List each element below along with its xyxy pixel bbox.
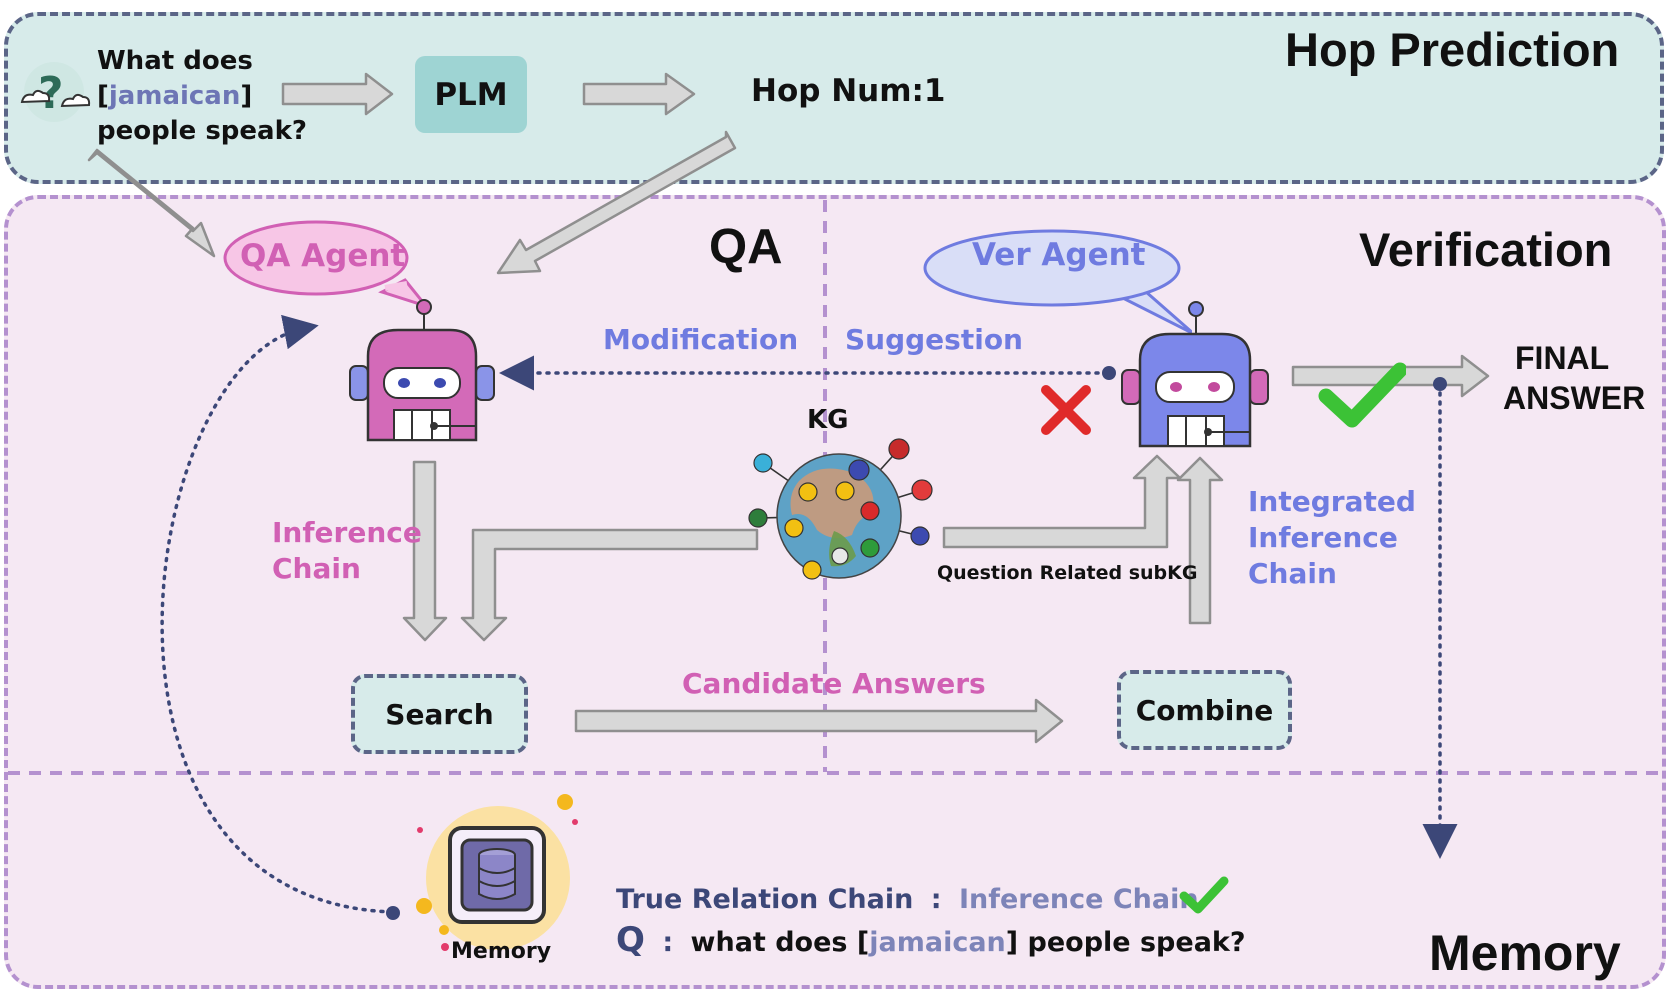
kg-label: KG <box>807 405 849 435</box>
inference-chain-line-2: Chain <box>272 552 361 585</box>
memory-title: Memory <box>1429 925 1621 981</box>
ver-agent-speech-bubble <box>923 229 1192 335</box>
true-relation-chain-line: True Relation Chain : Inference Chain <box>616 884 1199 915</box>
true-relation-chain-value: Inference Chain <box>958 884 1199 915</box>
modification-label: Modification <box>603 323 799 356</box>
hop-to-qa-agent-arrow <box>496 130 737 275</box>
input-question: What does [jamaican] people speak? <box>97 44 307 149</box>
subkg-label: Question Related subKG <box>937 562 1198 584</box>
hop-prediction-title: Hop Prediction <box>1285 23 1620 76</box>
plm-box: PLM <box>415 56 527 133</box>
memory-q-entity: jamaican <box>869 927 1006 958</box>
candidate-answers-label: Candidate Answers <box>682 667 986 700</box>
bracket-close: ] <box>240 81 253 111</box>
question-line-1: What does <box>97 46 253 76</box>
memory-question-line: Q : what does [jamaican] people speak? <box>616 920 1246 960</box>
integrated-line-3: Chain <box>1248 557 1337 590</box>
combine-to-ver-agent-arrow <box>1176 456 1224 625</box>
database-icon <box>416 794 578 950</box>
memory-icon-label: Memory <box>451 939 552 964</box>
robot-to-search-arrow <box>402 460 448 642</box>
memory-q-label: Q <box>616 920 645 960</box>
question-to-plm-arrow <box>281 72 394 116</box>
verification-title: Verification <box>1359 223 1613 276</box>
hop-prediction-region <box>4 12 1664 184</box>
inference-chain-label: Inference Chain <box>272 515 422 587</box>
qa-title: QA <box>709 220 783 274</box>
memory-q-text-after: ] people speak? <box>1005 927 1246 958</box>
qa-verification-memory-region <box>4 195 1666 989</box>
suggestion-origin-dot <box>1102 366 1116 380</box>
ver-robot-icon <box>1121 301 1269 448</box>
combine-box: Combine <box>1117 670 1292 750</box>
memory-check-icon <box>1179 876 1229 914</box>
ver-agent-label: Ver Agent <box>972 237 1146 273</box>
true-relation-chain-key: True Relation Chain <box>616 884 914 915</box>
integrated-line-1: Integrated <box>1248 485 1416 518</box>
qa-robot-icon <box>349 299 495 442</box>
search-to-combine-arrow <box>574 698 1064 744</box>
qa-agent-speech-bubble <box>223 220 431 309</box>
question-line-2: [jamaican] <box>97 79 307 114</box>
check-icon <box>1318 362 1406 428</box>
final-origin-dot <box>1433 377 1447 391</box>
suggestion-label: Suggestion <box>845 323 1023 356</box>
cross-icon <box>1041 385 1091 435</box>
search-box: Search <box>351 674 528 754</box>
kg-globe-icon <box>748 438 933 580</box>
plm-to-hop-arrow <box>582 72 696 116</box>
final-answer-line-2: ANSWER <box>1503 380 1646 416</box>
question-entity: jamaican <box>108 81 241 111</box>
question-line-3: people speak? <box>97 116 307 146</box>
question-cloud-icon: ? <box>20 62 91 122</box>
integrated-line-2: Inference <box>1248 521 1398 554</box>
kg-to-ver-agent-arrow <box>942 454 1182 549</box>
memory-dot-decoration <box>441 943 449 951</box>
memory-q-separator: : <box>662 927 674 958</box>
memory-q-text-before: what does [ <box>690 927 870 958</box>
qa-agent-label: QA Agent <box>240 238 406 274</box>
question-to-qa-agent-arrow <box>87 148 216 258</box>
kg-to-search-arrow <box>460 528 759 642</box>
final-answer-line-1: FINAL <box>1515 340 1610 376</box>
memory-origin-dot <box>386 906 400 920</box>
final-answer: FINAL ANSWER <box>1503 338 1645 418</box>
integrated-inference-chain-label: Integrated Inference Chain <box>1248 484 1416 592</box>
memory-to-qa-dotted-arrow <box>160 314 394 914</box>
relation-separator: : <box>930 884 942 915</box>
bracket-open: [ <box>97 81 109 111</box>
hop-num-label: Hop Num:1 <box>751 73 946 109</box>
inference-chain-line-1: Inference <box>272 516 422 549</box>
